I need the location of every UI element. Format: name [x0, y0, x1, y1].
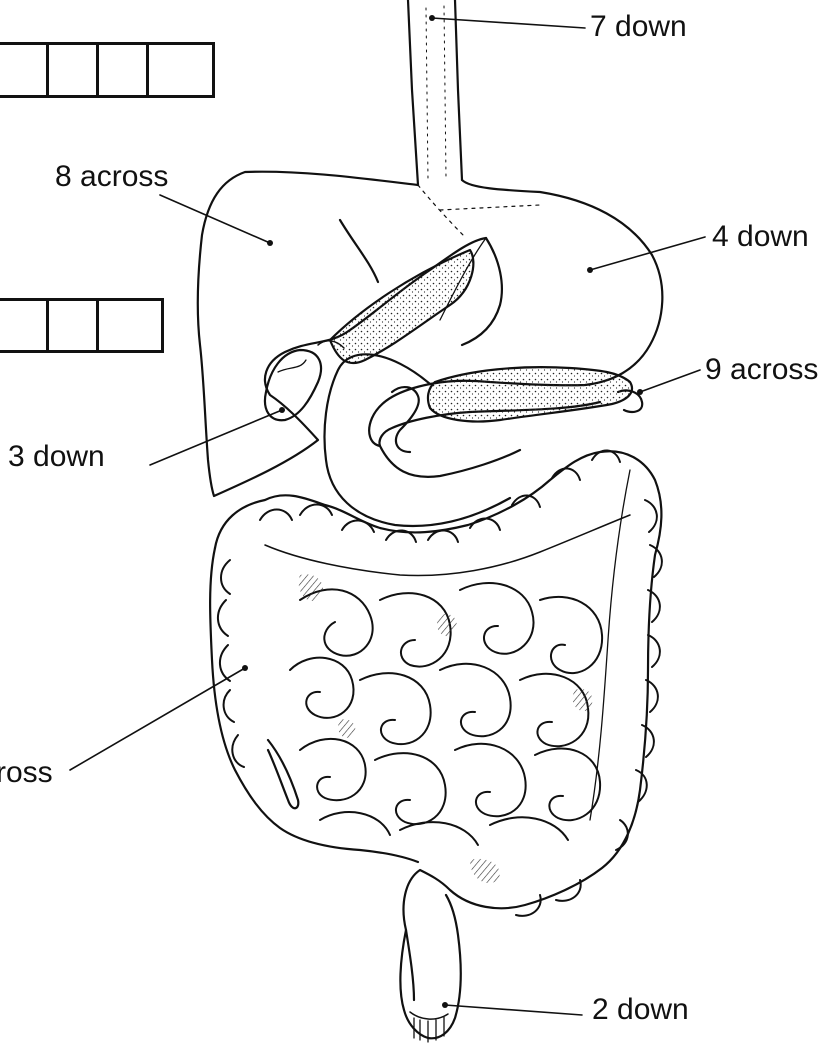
- label-4-down: 4 down: [712, 222, 809, 252]
- leader-8-across: [160, 195, 270, 243]
- leader-9-across: [640, 370, 700, 392]
- label-partial-across: ross: [0, 758, 53, 788]
- leader-2-down: [445, 1005, 582, 1015]
- label-9-across: 9 across: [705, 355, 818, 385]
- pancreas: [428, 367, 632, 421]
- leader-3-down: [150, 410, 282, 465]
- label-7-down: 7 down: [590, 12, 687, 42]
- label-3-down: 3 down: [8, 442, 105, 472]
- rectum: [400, 895, 460, 1038]
- label-2-down: 2 down: [592, 995, 689, 1025]
- leader-4-down: [590, 237, 705, 270]
- large-intestine: [215, 451, 661, 1000]
- esophagus: [408, 0, 462, 185]
- bile-duct-area: [330, 250, 473, 363]
- label-8-across: 8 across: [55, 162, 168, 192]
- appendix: [268, 740, 298, 808]
